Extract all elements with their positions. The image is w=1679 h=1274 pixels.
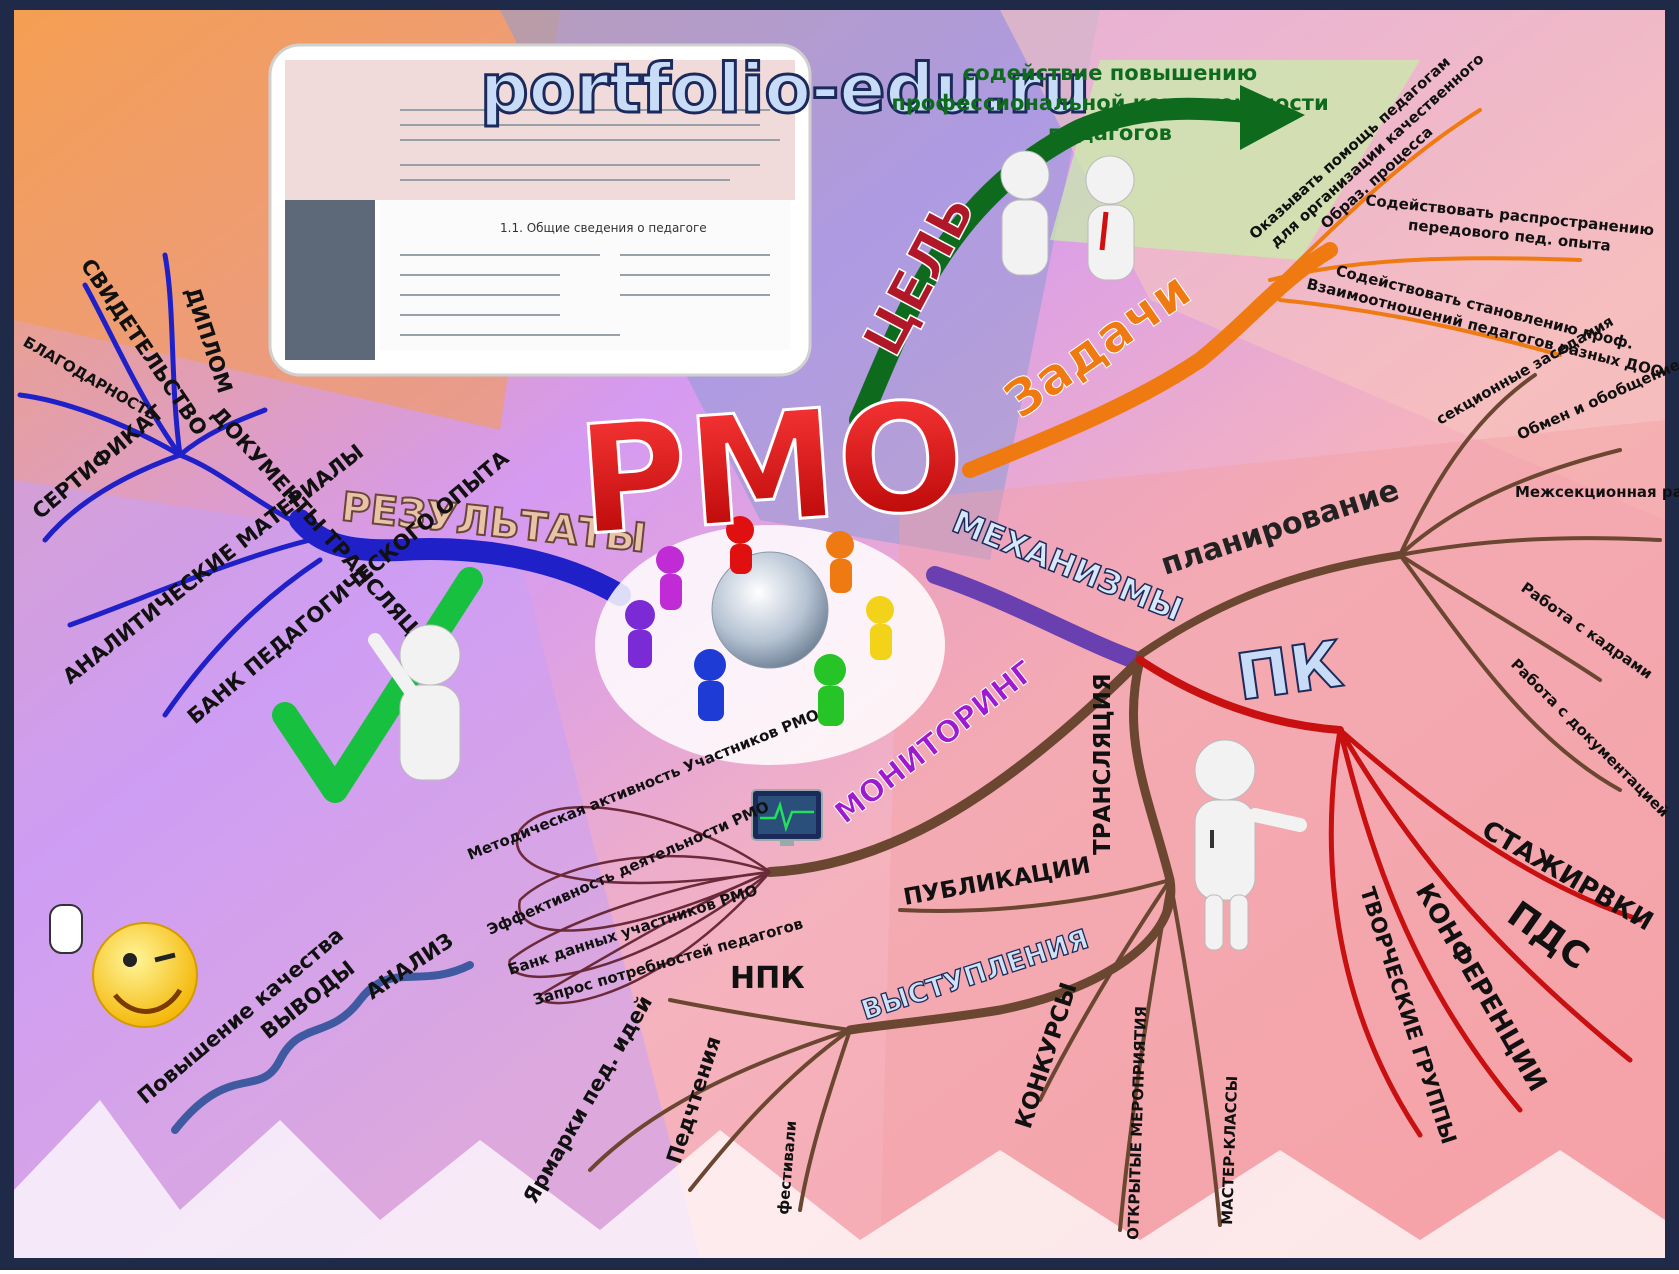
speeches-item-npk: НПК <box>730 961 805 996</box>
smiley-icon <box>49 904 198 1028</box>
bg-bottom-shards <box>14 1100 1665 1258</box>
bg-shape-violet <box>14 480 700 1258</box>
pk-branch <box>1136 656 1643 1138</box>
planning-item-intersection: Межсекционная работа <box>1515 483 1679 501</box>
goal-arrow <box>849 85 1305 431</box>
monitor-icon <box>751 789 823 846</box>
center-node: РМО <box>571 367 972 765</box>
checkmark-figure <box>272 567 483 803</box>
goal-text-line-2: профессиональной компетентности <box>891 91 1328 115</box>
speaker-figure <box>1194 739 1307 951</box>
tasks-branch <box>962 108 1582 478</box>
translation-item-master-classes: МАСТЕР-КЛАССЫ <box>1218 1075 1241 1225</box>
analysis-branch <box>171 961 474 1134</box>
translation-branch <box>898 878 1222 1232</box>
goal-text-line-1: содействие повышению <box>963 61 1257 85</box>
pk-label: ПК <box>1232 628 1347 716</box>
translation-label: ТРАНСЛЯЦИЯ <box>1090 673 1116 855</box>
results-branch <box>17 252 631 718</box>
center-title: РМО <box>572 369 970 570</box>
people-circle <box>625 516 894 726</box>
handshake-figures <box>1000 150 1135 281</box>
goal-text-line-3: педагогов <box>1048 121 1172 145</box>
mechanisms-branch <box>926 566 1144 669</box>
monitoring-loops <box>508 805 771 1005</box>
trunk-branches <box>765 373 1662 1035</box>
document-heading: 1.1. Общие сведения о педагоге <box>500 221 707 235</box>
speeches-branch <box>588 998 852 1212</box>
document-preview: 1.1. Общие сведения о педагоге <box>268 43 812 377</box>
goal-text: содействие повышению профессиональной ко… <box>891 61 1328 145</box>
site-url: portfolio-edu.ru <box>480 50 1090 129</box>
